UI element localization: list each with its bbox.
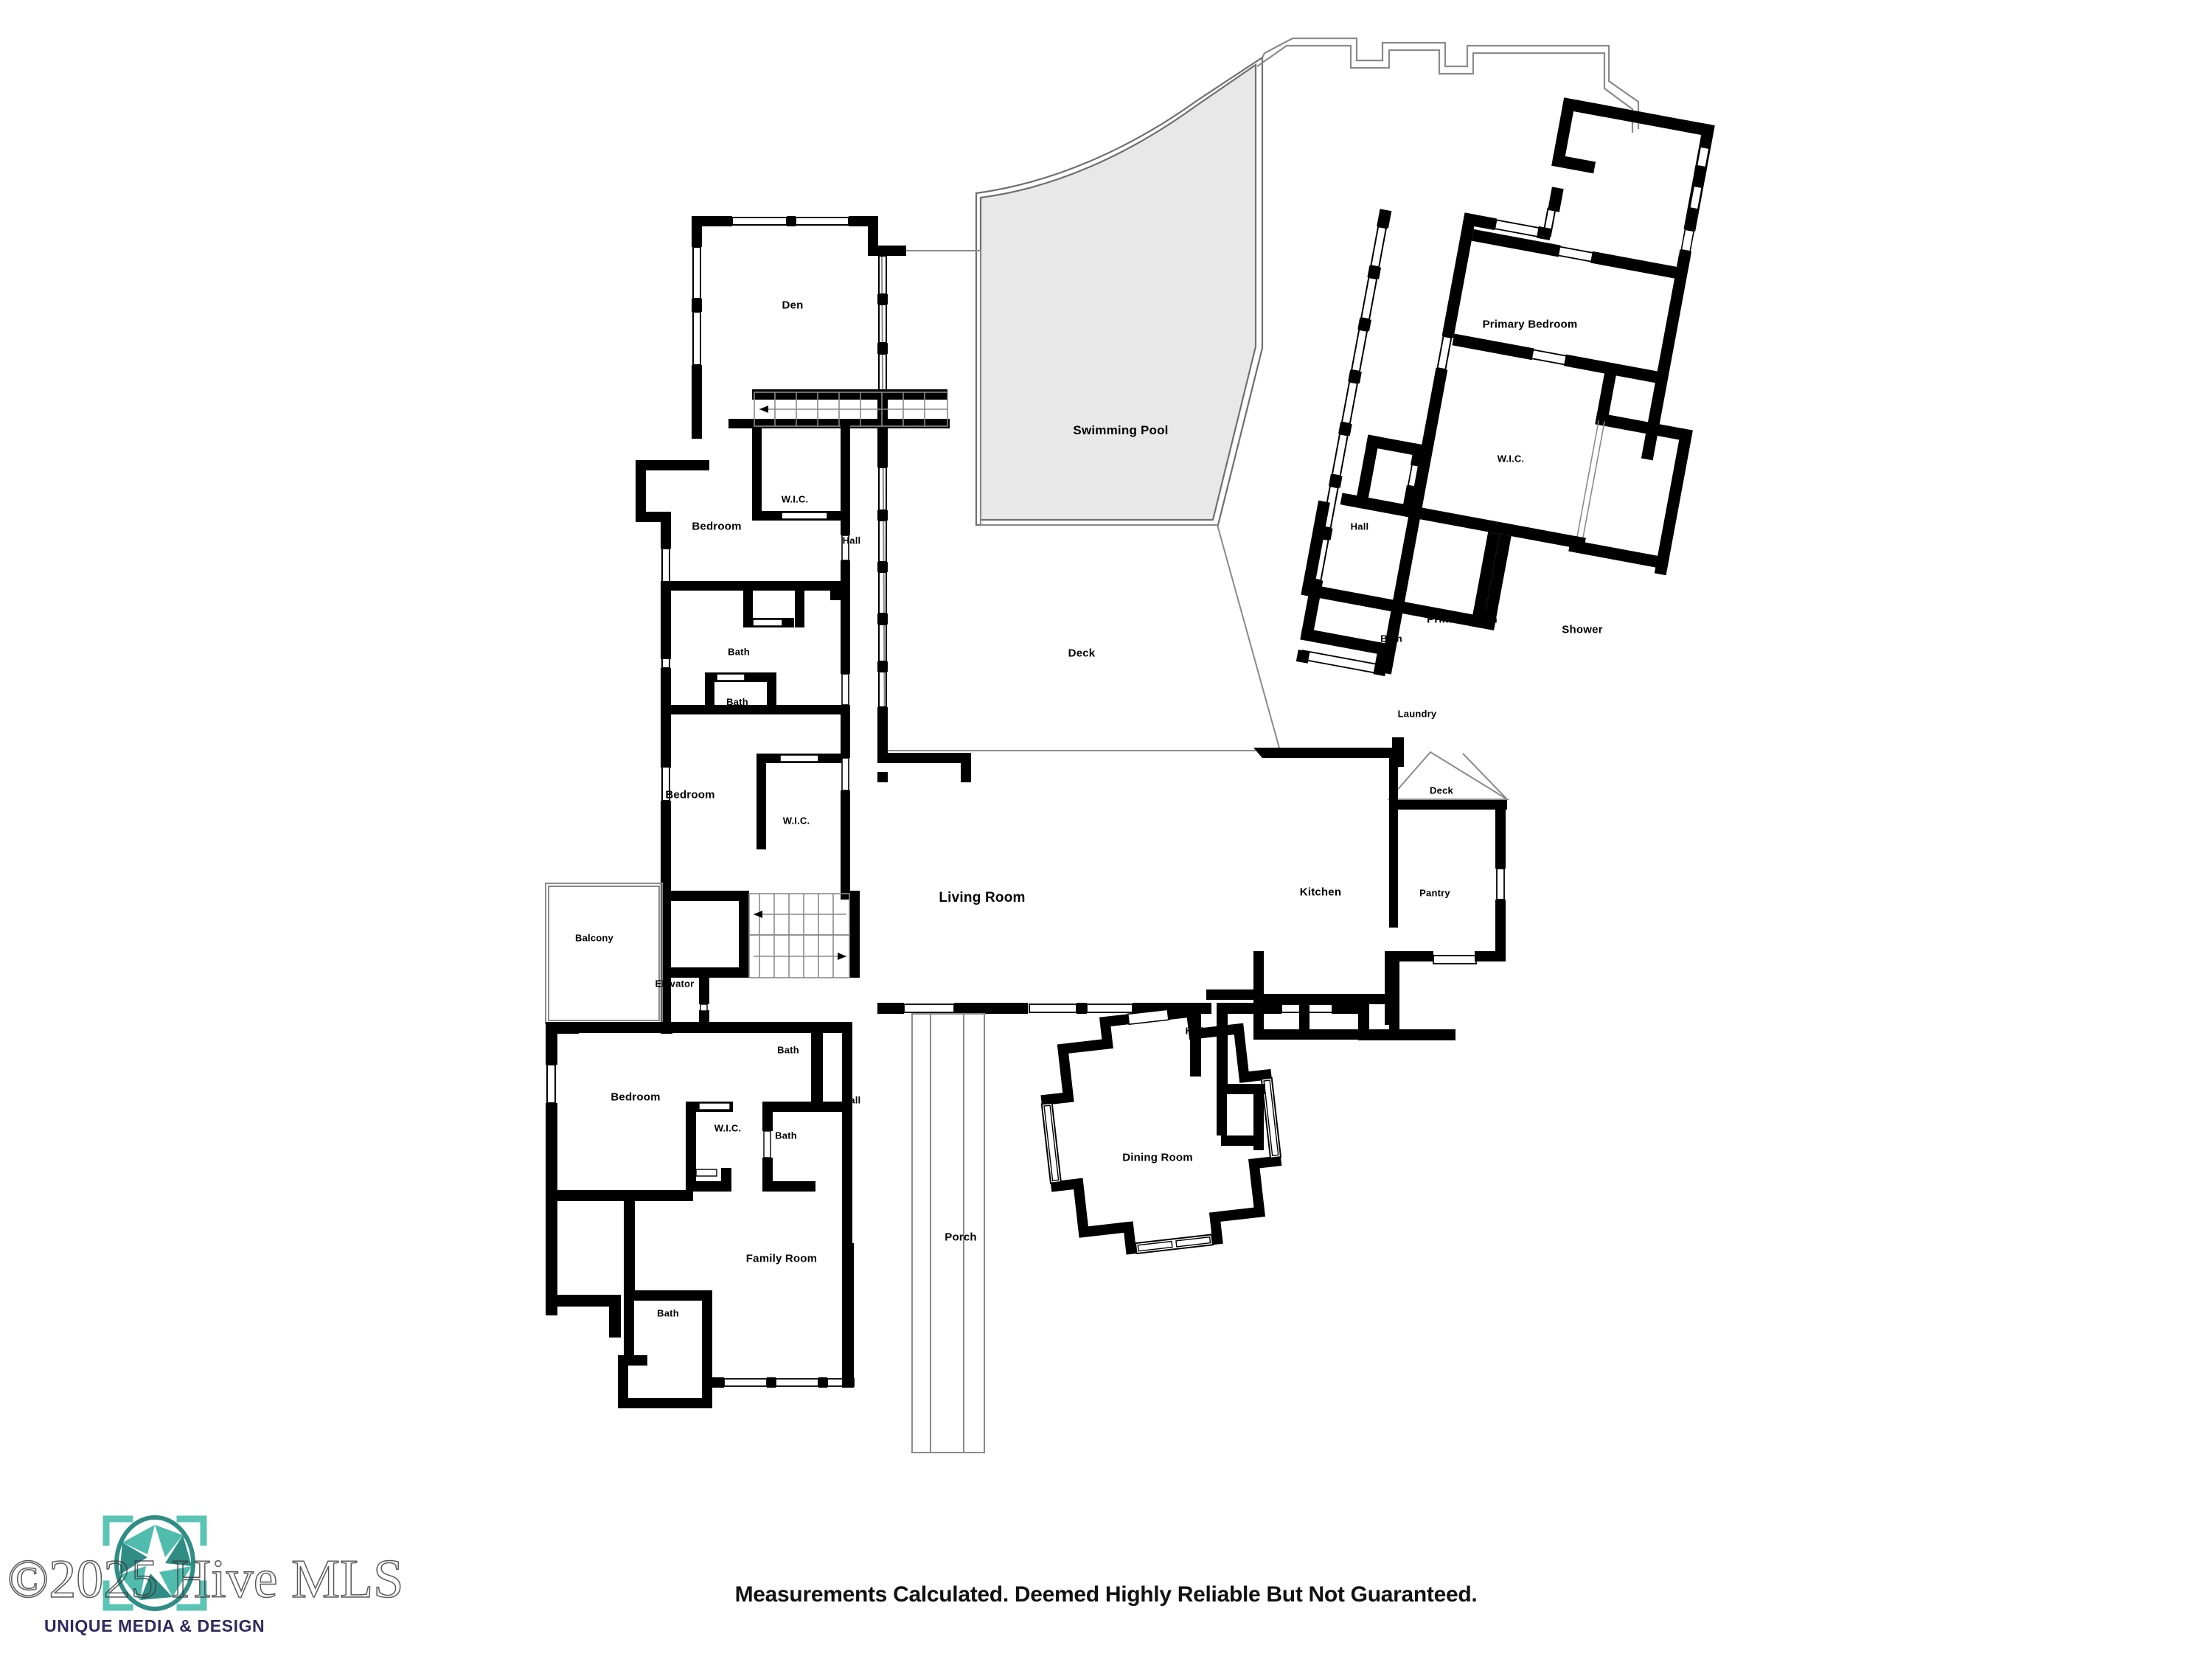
kitchen-pantry-walls <box>1200 737 1510 1040</box>
yard-outline <box>1256 37 1640 133</box>
room-label-hall-left-lower: Hall <box>842 1094 861 1106</box>
room-label-hall-right: Hall <box>1350 521 1369 532</box>
room-label-bath-lower-2: Bath <box>775 1130 797 1141</box>
room-label-shower: Shower <box>1562 623 1603 636</box>
room-label-bath-lower-1: Bath <box>777 1044 799 1056</box>
room-label-balcony: Balcony <box>575 932 613 944</box>
room-label-deck-main: Deck <box>1068 647 1096 660</box>
left-wing-walls <box>545 216 971 1408</box>
room-label-bath-family: Bath <box>657 1307 679 1319</box>
room-label-deck-right: Deck <box>1430 785 1453 796</box>
room-label-bedroom-lower: Bedroom <box>611 1091 661 1104</box>
room-label-elevator: Elevator <box>655 978 695 990</box>
room-label-laundry: Laundry <box>1397 708 1437 720</box>
brand-logo: UNIQUE MEDIA & DESIGN <box>35 1489 345 1644</box>
swimming-pool-shape <box>975 55 1264 526</box>
room-label-wic-upper: W.I.C. <box>781 493 809 505</box>
room-label-bath-upper-2: Bath <box>726 696 748 708</box>
room-label-den: Den <box>782 299 804 312</box>
room-label-bedroom-mid: Bedroom <box>665 788 715 801</box>
dining-hall-walls <box>1217 1003 1455 1150</box>
room-label-hall-left-upper: Hall <box>842 535 861 546</box>
room-label-family-room: Family Room <box>745 1252 818 1265</box>
center-walls <box>877 1003 1201 1453</box>
deck-tie-lines <box>1462 753 1508 800</box>
room-label-wic-primary: W.I.C. <box>1497 453 1525 465</box>
disclaimer-text: Measurements Calculated. Deemed Highly R… <box>734 1582 1478 1607</box>
room-label-hall-dining: Hall <box>1185 1025 1204 1037</box>
room-label-pantry: Pantry <box>1419 887 1450 899</box>
dining-room-walls <box>1040 1006 1282 1255</box>
camera-aperture-icon <box>102 1515 207 1611</box>
room-label-wic-lower: W.I.C. <box>714 1122 742 1134</box>
room-label-swimming-pool: Swimming Pool <box>1073 423 1169 437</box>
room-label-wic-mid: W.I.C. <box>782 815 810 827</box>
room-label-bedroom-upper: Bedroom <box>692 520 742 533</box>
room-label-living-room: Living Room <box>939 890 1026 905</box>
brand-wordmark: UNIQUE MEDIA & DESIGN <box>44 1616 265 1635</box>
room-label-dining-room: Dining Room <box>1122 1151 1193 1164</box>
room-label-primary-bedroom: Primary Bedroom <box>1482 318 1578 331</box>
room-label-porch: Porch <box>945 1231 977 1244</box>
room-label-kitchen: Kitchen <box>1299 886 1342 899</box>
room-label-primary-bath: Primary Bath <box>1427 613 1498 626</box>
room-label-bath-primary-sm: Bath <box>1380 633 1402 644</box>
room-label-bath-upper-1: Bath <box>728 646 750 658</box>
primary-suite-walls <box>1295 97 1715 677</box>
